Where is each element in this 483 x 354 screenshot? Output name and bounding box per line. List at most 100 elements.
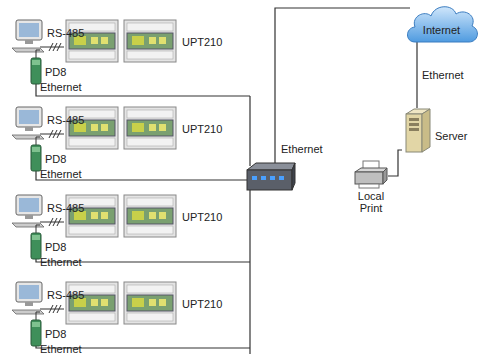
server-bay [409,128,419,131]
pc-screen [19,23,39,37]
rs485-hatch [49,305,53,313]
pc-stand [25,40,33,44]
rs485-hatch [57,218,61,226]
rs485-wire [40,134,64,135]
server-bay [409,123,419,126]
device-label: RS-485 [47,114,84,126]
device-label: PD8 [45,66,66,78]
device-label: UPT210 [182,298,222,310]
upt210-meter [66,195,118,237]
meter-terminals [127,285,173,293]
pc-monitor [16,20,42,40]
pc-monitor [16,195,42,215]
ethernet-wire [275,8,410,166]
switch-side [292,163,295,190]
rs485-wire [40,47,64,48]
upt210-meter [66,282,118,324]
pc-stand [25,127,33,131]
meter-button [101,212,108,219]
ethernet-link [416,42,417,108]
node-text: Internet [403,24,480,36]
rs485-hatch [53,218,57,226]
switch-led [261,176,266,180]
device-row [12,195,176,259]
device-label: UPT210 [182,211,222,223]
printer-body [355,172,383,184]
meter-display [132,123,144,132]
printer-node: Local Print [346,160,396,214]
device-label: Ethernet [40,81,82,93]
pd8-top [32,60,40,65]
device-label: UPT210 [182,123,222,135]
rs485-hatch [53,305,57,313]
pd8-device [31,58,41,84]
rs485-wire [40,309,64,310]
pc-monitor [16,282,42,302]
printer-side [383,168,387,184]
device-label: UPT210 [182,36,222,48]
rs485-hatch [57,305,61,313]
meter-panel [127,33,173,49]
switch-led [252,176,257,180]
rs485-hatch [49,43,53,51]
rs485-wire [36,137,40,145]
switch-led [279,176,284,180]
meter-display [132,36,144,45]
meter-panel [127,120,173,136]
meter-panel [127,295,173,311]
rs485-wire [36,312,40,320]
pd8-device [31,233,41,259]
pd8-top [32,322,40,327]
meter-button [159,124,166,131]
device-label: PD8 [45,241,66,253]
meter-terminals [127,198,173,206]
meter-terminals [127,23,173,31]
meter-display [132,298,144,307]
upt210-meter [124,107,176,149]
meter-button [101,37,108,44]
pd8-top [32,147,40,152]
pc-stand [25,215,33,219]
upt210-meter [124,20,176,62]
switch-top [247,163,295,170]
meter-terminals [69,226,115,234]
rs485-hatch [57,43,61,51]
device-label: PD8 [45,328,66,340]
rs485-hatch [53,43,57,51]
pc-screen [19,198,39,212]
server-node: Server [402,108,467,154]
server-side [422,109,430,152]
device-row [12,107,176,171]
device-row [12,20,176,84]
device-label: Ethernet [40,168,82,180]
ethernet-wire [249,96,250,166]
meter-button [91,124,98,131]
device-label: RS-485 [47,202,84,214]
meter-button [149,299,156,306]
meter-button [159,299,166,306]
meter-button [101,124,108,131]
rs485-hatch [49,130,53,138]
device-label: RS-485 [47,27,84,39]
meter-terminals [127,226,173,234]
printer-output [359,184,379,188]
pc-stand [25,302,33,306]
device-row [12,282,176,346]
pd8-top [32,235,40,240]
meter-terminals [127,313,173,321]
meter-panel [127,208,173,224]
meter-terminals [127,51,173,59]
meter-button [159,37,166,44]
node-text: Server [435,130,467,142]
pc-monitor [16,107,42,127]
upt210-meter [66,20,118,62]
meter-terminals [69,313,115,321]
meter-terminals [127,138,173,146]
rs485-wire [40,222,64,223]
meter-terminals [69,51,115,59]
ethernet-wire [388,150,402,176]
ethernet-wire [249,190,250,354]
switch-led [270,176,275,180]
meter-button [149,37,156,44]
meter-button [101,299,108,306]
